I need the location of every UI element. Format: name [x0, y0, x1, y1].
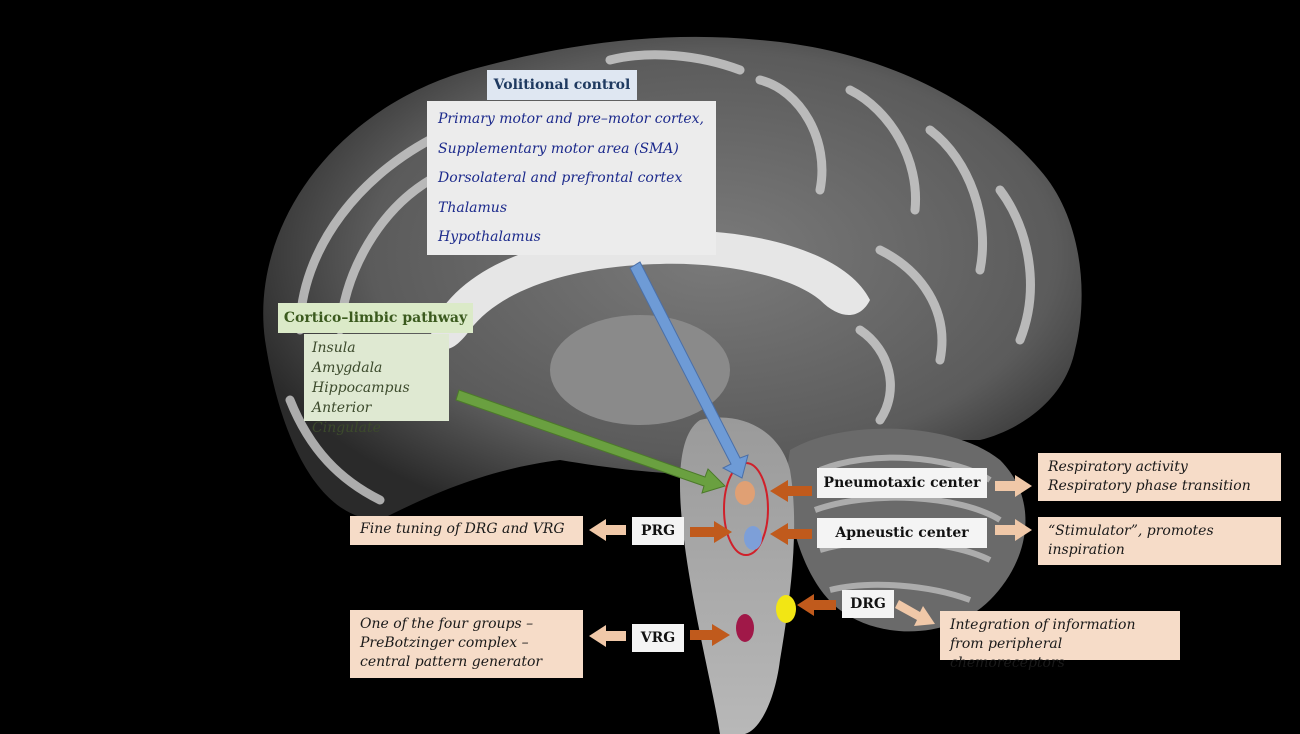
function-line: from peripheral chemoreceptors [950, 636, 1065, 671]
apneustic-dot [744, 526, 762, 550]
drg-dot [776, 595, 796, 623]
pneumotaxic-arrow [770, 480, 812, 502]
prg-function-box: Fine tuning of DRG and VRG [350, 516, 583, 545]
function-line: PreBotzinger complex – [360, 635, 529, 651]
vrg-function-box: One of the four groups – PreBotzinger co… [350, 610, 583, 678]
prg-function-arrow [589, 519, 626, 541]
drg-function-box: Integration of information from peripher… [940, 611, 1180, 671]
function-line: Respiratory phase transition [1048, 478, 1251, 494]
thalamus-shape [550, 315, 730, 425]
limbic-item: Hippocampus [312, 380, 410, 396]
function-line: One of the four groups – [360, 616, 534, 632]
volitional-item: Supplementary motor area (SMA) [438, 140, 679, 157]
cortico-limbic-title: Cortico–limbic pathway [278, 303, 473, 333]
vrg-function-arrow [589, 625, 626, 647]
limbic-item: Amygdala [312, 360, 383, 376]
drg-arrow [797, 594, 836, 616]
function-line: central pattern generator [360, 654, 543, 670]
apneustic-function-box: “Stimulator”, promotes inspiration [1038, 517, 1281, 565]
corpus-callosum-shape [430, 230, 870, 349]
apneustic-function-arrow [995, 519, 1032, 541]
pneumotaxic-center-label: Pneumotaxic center [817, 468, 987, 498]
limbic-item: Anterior Cingulate [312, 400, 381, 436]
vrg-dot [736, 614, 754, 642]
volitional-arrow [629, 261, 749, 479]
limbic-item: Insula [312, 340, 356, 356]
drg-label: DRG [842, 590, 894, 618]
volitional-control-list: Primary motor and pre–motor cortex, Supp… [427, 101, 716, 255]
vrg-label: VRG [632, 624, 684, 652]
function-line: Fine tuning of DRG and VRG [360, 521, 565, 537]
volitional-item: Thalamus [438, 199, 508, 216]
cortico-limbic-list: Insula Amygdala Hippocampus Anterior Cin… [304, 334, 449, 436]
volitional-item: Primary motor and pre–motor cortex, [438, 111, 704, 127]
gyri-pattern [285, 50, 1035, 505]
prg-arrow [690, 521, 732, 543]
pneumotaxic-function-box: Respiratory activity Respiratory phase t… [1038, 453, 1281, 501]
apneustic-center-label: Apneustic center [817, 518, 987, 548]
volitional-item: Hypothalamus [438, 229, 541, 245]
function-line: inspiration [1048, 542, 1125, 558]
volitional-control-title: Volitional control [487, 70, 637, 100]
pneumotaxic-function-arrow [995, 475, 1032, 497]
volitional-item: Dorsolateral and prefrontal cortex [438, 170, 683, 186]
apneustic-arrow [770, 523, 812, 545]
brainstem-shape [680, 417, 795, 734]
function-line: Integration of information [950, 617, 1136, 633]
prg-label: PRG [632, 517, 684, 545]
limbic-arrow [455, 389, 726, 494]
pneumotaxic-dot [735, 481, 755, 505]
drg-function-arrow [895, 600, 935, 626]
function-line: “Stimulator”, promotes [1048, 523, 1214, 539]
vrg-arrow [690, 624, 730, 646]
function-line: Respiratory activity [1048, 459, 1188, 475]
